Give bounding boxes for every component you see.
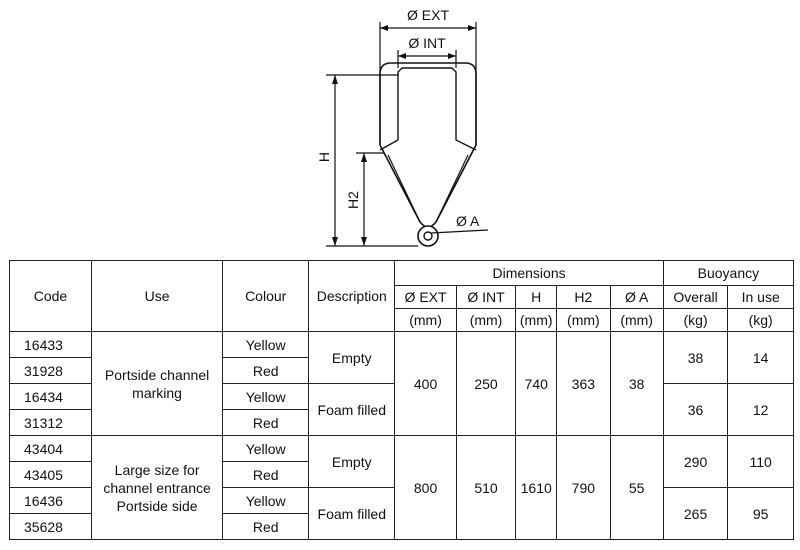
int-dimension <box>397 50 457 68</box>
unit-h2: (mm) <box>556 308 611 332</box>
unit-ext: (mm) <box>394 308 457 332</box>
h2-arrow-top <box>361 153 367 162</box>
code-cell: 31312 <box>9 409 92 436</box>
h2-dimension <box>356 152 384 246</box>
in-use-cell: 95 <box>727 487 794 540</box>
colour-cell: Red <box>222 409 310 436</box>
ext-arrow-left <box>380 25 388 31</box>
unit-in-use: (kg) <box>727 308 794 332</box>
header-use: Use <box>90 260 224 332</box>
int-cell: 510 <box>455 435 517 540</box>
lifting-eye-hole <box>423 231 433 241</box>
ext-arrow-right <box>468 25 476 31</box>
unit-h: (mm) <box>515 308 558 332</box>
in-use-cell: 12 <box>727 383 794 436</box>
h-dimension <box>326 74 418 247</box>
code-cell: 16434 <box>9 383 92 410</box>
table-row: 35628 Red <box>9 513 794 540</box>
header-buoyancy: Buoyancy <box>662 260 795 286</box>
overall-cell: 38 <box>662 331 729 384</box>
buoy-outline-inner <box>397 67 477 151</box>
use-line: channel entrance <box>103 479 211 496</box>
h-arrow-top <box>332 75 338 84</box>
ext-cell: 400 <box>394 331 457 436</box>
h2-label: H2 <box>345 191 361 209</box>
description-cell: Empty <box>308 435 396 488</box>
buoy-cone-inner-left <box>387 154 421 223</box>
int-cell: 250 <box>455 331 517 436</box>
a-leader <box>430 229 489 234</box>
code-cell: 16436 <box>9 487 92 514</box>
table-row: 31928 Red <box>9 357 794 384</box>
buoy-dimension-diagram: Ø EXT Ø INT Ø A H H2 <box>316 7 489 247</box>
colour-cell: Yellow <box>222 487 310 514</box>
int-label: Ø INT <box>408 35 446 51</box>
header-ext: Ø EXT <box>394 285 457 309</box>
ext-label: Ø EXT <box>407 7 449 23</box>
code-cell: 43404 <box>9 435 92 462</box>
use-line: marking <box>132 384 182 401</box>
unit-overall: (kg) <box>662 308 729 332</box>
a-cell: 55 <box>609 435 664 540</box>
header-code: Code <box>9 260 92 332</box>
code-cell: 35628 <box>9 513 92 540</box>
colour-cell: Yellow <box>222 331 310 358</box>
h-cell: 1610 <box>515 435 558 540</box>
colour-cell: Red <box>222 357 310 384</box>
overall-cell: 290 <box>662 435 729 488</box>
table-row: 31312 Red <box>9 409 794 436</box>
ext-cell: 800 <box>394 435 457 540</box>
header-colour: Colour <box>222 260 310 332</box>
buoy-outline-outer <box>379 62 477 228</box>
table-row: 16436 Yellow Foam filled 265 95 <box>9 487 794 540</box>
description-cell: Empty <box>308 331 396 384</box>
buoy-spec-table: Code Use Colour Description Dimensions B… <box>9 260 795 540</box>
code-cell: 16433 <box>9 331 92 358</box>
h2-cell: 363 <box>556 331 611 436</box>
header-h: H <box>515 285 558 309</box>
h-arrow-bottom <box>332 237 338 246</box>
code-cell: 43405 <box>9 461 92 488</box>
colour-cell: Yellow <box>222 435 310 462</box>
in-use-cell: 14 <box>727 331 794 384</box>
h-cell: 740 <box>515 331 558 436</box>
colour-cell: Yellow <box>222 383 310 410</box>
a-cell: 38 <box>609 331 664 436</box>
header-dimensions: Dimensions <box>394 260 664 286</box>
overall-cell: 265 <box>662 487 729 540</box>
header-h2: H2 <box>556 285 611 309</box>
h2-cell: 790 <box>556 435 611 540</box>
header-in-use: In use <box>727 285 794 309</box>
description-cell: Foam filled <box>308 383 396 436</box>
unit-int: (mm) <box>455 308 517 332</box>
use-line: Portside channel <box>104 366 210 383</box>
unit-a: (mm) <box>609 308 664 332</box>
header-description: Description <box>308 260 396 332</box>
buoy-cone-inner-right <box>435 154 469 223</box>
a-label: Ø A <box>456 213 480 229</box>
in-use-cell: 110 <box>727 435 794 488</box>
header-int: Ø INT <box>455 285 517 309</box>
use-line: Portside side <box>116 497 198 514</box>
colour-cell: Red <box>222 461 310 488</box>
int-arrow-left <box>398 53 406 59</box>
h-label: H <box>316 152 332 162</box>
header-overall: Overall <box>662 285 729 309</box>
h2-arrow-bottom <box>361 237 367 246</box>
colour-cell: Red <box>222 513 310 540</box>
description-cell: Foam filled <box>308 487 396 540</box>
buoy-inner-left-slope <box>379 139 399 151</box>
overall-cell: 36 <box>662 383 729 436</box>
use-line: Large size for <box>114 461 200 478</box>
int-arrow-right <box>448 53 456 59</box>
header-a: Ø A <box>609 285 664 309</box>
table-row: 43405 Red <box>9 461 794 488</box>
code-cell: 31928 <box>9 357 92 384</box>
